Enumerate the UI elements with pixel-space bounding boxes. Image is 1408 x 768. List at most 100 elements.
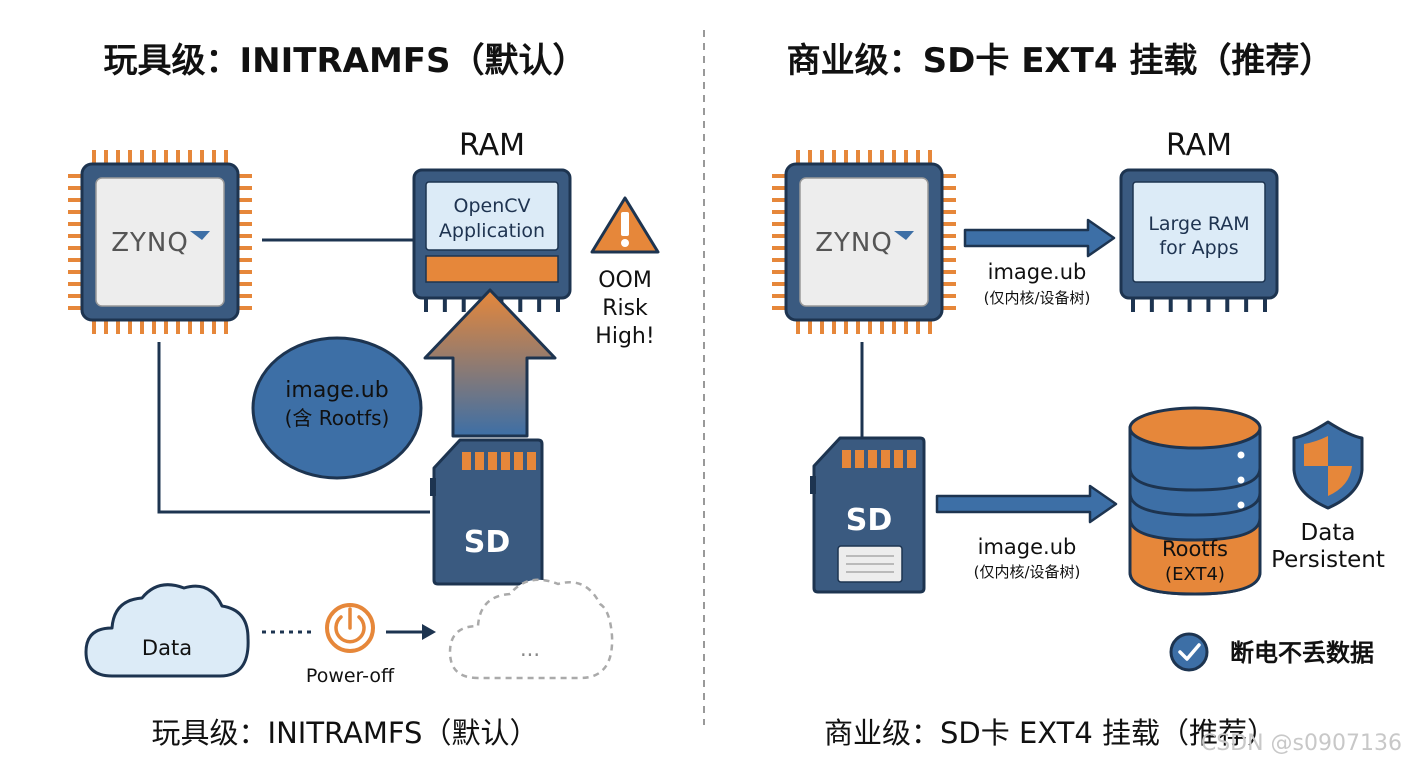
- pin: [424, 298, 428, 312]
- data-cloud-label: Data: [142, 636, 192, 660]
- pin: [881, 450, 890, 468]
- pin: [892, 150, 896, 164]
- pin: [1206, 298, 1211, 312]
- zynq-logo-icon: [894, 231, 914, 240]
- pin: [527, 452, 536, 470]
- rootfs-line1: Rootfs: [1162, 537, 1228, 561]
- left-zynq-label: ZYNQ: [111, 228, 189, 258]
- pin: [537, 298, 542, 312]
- pin: [238, 282, 252, 286]
- pin: [200, 320, 204, 334]
- pin: [844, 150, 848, 164]
- pin: [212, 150, 216, 164]
- pin: [832, 320, 836, 334]
- zynq-logo-icon: [190, 231, 210, 240]
- pin: [820, 320, 824, 334]
- pin: [856, 320, 860, 334]
- left-sd-contacts: [462, 452, 536, 470]
- pin: [238, 234, 252, 238]
- lost-data-dots: ...: [520, 637, 540, 661]
- pin: [68, 306, 82, 310]
- pin: [928, 320, 932, 334]
- pin: [942, 306, 956, 310]
- pin: [556, 298, 560, 312]
- pin: [238, 258, 252, 262]
- pin: [772, 294, 786, 298]
- pin: [104, 150, 108, 164]
- pin: [518, 298, 523, 312]
- pin: [772, 234, 786, 238]
- pin: [461, 298, 466, 312]
- right-zynq-label: ZYNQ: [815, 228, 893, 258]
- sd-to-rootfs-arrow: [935, 484, 1118, 524]
- pin: [238, 294, 252, 298]
- arrow2-line2: (仅内核/设备树): [974, 563, 1081, 581]
- pin: [140, 150, 144, 164]
- pin: [442, 298, 447, 312]
- load-into-ram-arrow: [423, 288, 557, 438]
- pin: [772, 210, 786, 214]
- pin: [868, 450, 877, 468]
- pin: [92, 320, 96, 334]
- right-chip-pins: [772, 150, 956, 334]
- pin: [116, 150, 120, 164]
- left-chip-pins: [68, 150, 252, 334]
- pin: [68, 282, 82, 286]
- pin: [772, 174, 786, 178]
- pin: [916, 320, 920, 334]
- pin: [772, 246, 786, 250]
- left-sd-card: SD: [430, 438, 544, 586]
- right-sd-label: SD: [846, 503, 893, 538]
- pin: [842, 450, 851, 468]
- pin: [844, 320, 848, 334]
- pin: [140, 320, 144, 334]
- power-icon: [325, 603, 375, 653]
- pin: [942, 222, 956, 226]
- pin: [238, 222, 252, 226]
- pin: [68, 234, 82, 238]
- pin: [224, 320, 228, 334]
- pin: [832, 150, 836, 164]
- pin: [942, 174, 956, 178]
- pin: [238, 270, 252, 274]
- oom-line3: High!: [595, 324, 654, 349]
- rootfs-database-icon: [1128, 406, 1262, 596]
- pin: [104, 320, 108, 334]
- poweroff-label: Power-off: [306, 665, 395, 687]
- pin: [1263, 298, 1267, 312]
- warning-icon: [590, 196, 660, 254]
- pin: [820, 150, 824, 164]
- pin: [92, 150, 96, 164]
- pin: [188, 320, 192, 334]
- right-ram-module: Large RAM for Apps: [1119, 168, 1279, 312]
- arrow1-line2: (仅内核/设备树): [984, 289, 1091, 307]
- pin: [894, 450, 903, 468]
- pin: [164, 320, 168, 334]
- pin: [68, 258, 82, 262]
- pin: [238, 198, 252, 202]
- pin: [942, 282, 956, 286]
- right-sd-card: SD: [810, 436, 926, 594]
- arrow2-line1: image.ub: [978, 535, 1077, 559]
- pin: [238, 246, 252, 250]
- right-ram-pins: [1131, 298, 1267, 312]
- pin: [488, 452, 497, 470]
- pin: [942, 198, 956, 202]
- pin: [880, 150, 884, 164]
- pin: [1168, 298, 1173, 312]
- right-caption: 商业级：SD卡 EXT4 挂载（推荐）: [824, 716, 1276, 750]
- pin: [880, 320, 884, 334]
- pin: [916, 150, 920, 164]
- pin: [128, 320, 132, 334]
- pin: [772, 282, 786, 286]
- pin: [1149, 298, 1154, 312]
- pin: [855, 450, 864, 468]
- pin: [68, 210, 82, 214]
- right-sd-contacts: [842, 450, 916, 468]
- pin: [904, 320, 908, 334]
- pin: [475, 452, 484, 470]
- poweroff-arrow-head-icon: [422, 624, 436, 640]
- pin: [907, 450, 916, 468]
- right-zynq-chip: ZYNQ: [772, 150, 956, 334]
